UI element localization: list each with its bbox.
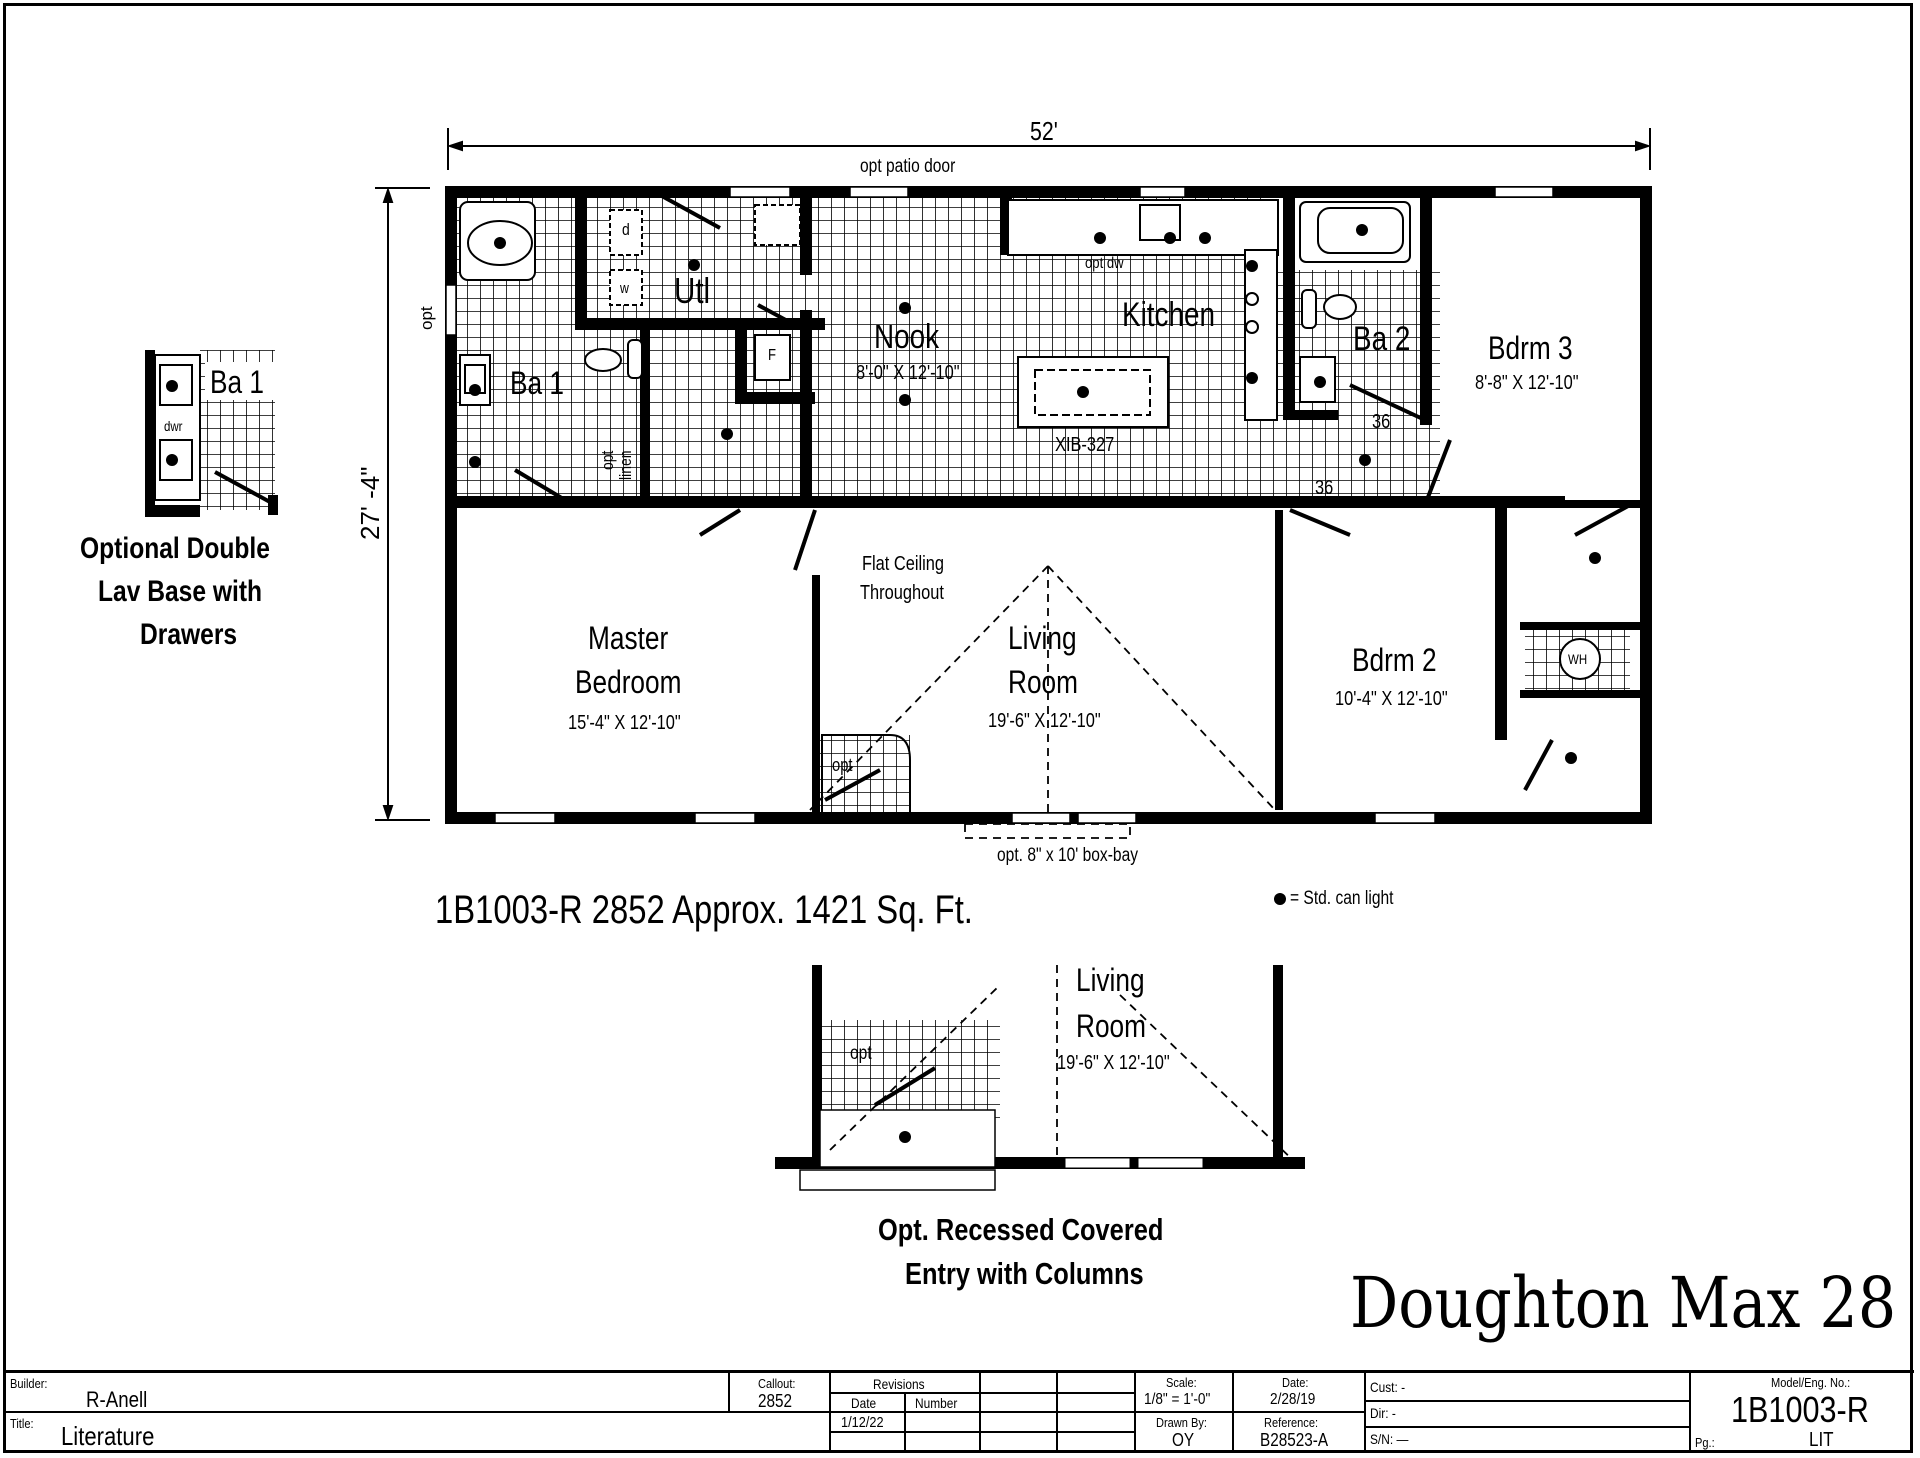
builder-label: Builder: [10, 1376, 48, 1391]
dryer-label: d [622, 220, 630, 239]
room-kitchen: Kitchen [1122, 296, 1215, 334]
width-dimension-label: 52' [1030, 116, 1058, 146]
flat-ceiling-note: Flat Ceiling [862, 553, 945, 575]
recessed-entry-inset [775, 965, 1305, 1191]
depth-dimension-label: 27' -4" [355, 466, 385, 540]
patio-door-note: opt patio door [860, 156, 956, 177]
island-label: XIB-327 [1055, 434, 1115, 456]
room-bdrm2-size: 10'-4" X 12'-10" [1335, 688, 1448, 710]
drawing-border [3, 3, 1913, 1453]
date-value: 2/28/19 [1270, 1391, 1316, 1408]
recessed-entry-caption-2: Entry with Columns [905, 1256, 1144, 1291]
room-ba1: Ba 1 [510, 365, 564, 401]
plan-headline: 1B1003-R 2852 Approx. 1421 Sq. Ft. [435, 888, 973, 932]
scale-value: 1/8" = 1'-0" [1144, 1391, 1211, 1408]
reference-label: Reference: [1264, 1415, 1319, 1430]
dir-field: Dir: - [1370, 1405, 1396, 1421]
drawn-by-label: Drawn By: [1156, 1415, 1207, 1430]
opt-window-note: opt [417, 306, 436, 330]
legend-text: = Std. can light [1290, 888, 1394, 909]
room-nook-size: 8'-0" X 12'-10" [856, 362, 960, 384]
inset-opt-label: opt [850, 1043, 872, 1064]
opt-entry-note: opt [832, 755, 853, 775]
fixtures [459, 199, 1601, 816]
model-cell: Model/Eng. No.: 1B1003-R Pg.: LIT [1691, 1373, 1914, 1452]
inset-ba1-label: Ba 1 [210, 364, 264, 400]
scale-cell: Scale: 1/8" = 1'-0" Drawn By: OY [1136, 1373, 1234, 1452]
ceiling-lines [809, 565, 1276, 839]
inset-living-label: Living [1076, 962, 1145, 998]
door-width-36-a: 36 [1372, 411, 1391, 433]
model-label: Model/Eng. No.: [1771, 1375, 1851, 1390]
title-label: Title: [10, 1416, 34, 1431]
room-living-2: Room [1008, 664, 1078, 700]
opt-dw-note: opt dw [1085, 255, 1124, 272]
depth-dimension [375, 186, 430, 822]
callout-label: Callout: [758, 1376, 796, 1391]
door-width-36-b: 36 [1315, 477, 1334, 499]
room-bdrm2: Bdrm 2 [1352, 642, 1437, 678]
room-bdrm3-size: 8'-8" X 12'-10" [1475, 372, 1579, 394]
reference-value: B28523-A [1260, 1430, 1329, 1450]
inset-living-size: 19'-6" X 12'-10" [1057, 1052, 1170, 1074]
double-lav-caption-1: Optional Double [80, 532, 270, 565]
room-utl: Utl [674, 270, 711, 311]
room-nook: Nook [874, 318, 940, 356]
pg-value: LIT [1809, 1429, 1834, 1451]
interior-walls [445, 195, 1640, 815]
double-lav-caption-3: Drawers [140, 618, 238, 651]
flat-ceiling-note-2: Throughout [860, 582, 944, 604]
windows [445, 186, 1554, 824]
inset-living-label-2: Room [1076, 1008, 1146, 1044]
date-cell: Date: 2/28/19 Reference: B28523-A [1234, 1373, 1366, 1452]
revisions-label: Revisions [873, 1376, 925, 1392]
can-light-icons [469, 224, 1601, 764]
room-master-2: Bedroom [575, 664, 682, 700]
room-living-size: 19'-6" X 12'-10" [988, 710, 1101, 732]
double-lav-inset [145, 350, 278, 517]
opt-linen-label: opt [598, 450, 617, 470]
date-label: Date: [1282, 1375, 1309, 1390]
revisions-cell: Revisions Date Number 1/12/22 [831, 1373, 1136, 1452]
pg-label: Pg.: [1695, 1435, 1715, 1450]
door-swings [513, 193, 1631, 802]
furnace-label: F [768, 347, 777, 364]
washer-label: w [620, 280, 629, 297]
width-dimension [446, 128, 1652, 170]
customer-cell: Cust: - Dir: - S/N: — [1366, 1373, 1691, 1452]
inset-dwr-label: dwr [164, 418, 183, 434]
model-value: 1B1003-R [1731, 1389, 1869, 1430]
rev-date-1: 1/12/22 [841, 1414, 884, 1431]
rev-number-header: Number [915, 1395, 958, 1411]
callout-value: 2852 [758, 1391, 793, 1411]
title-value: Literature [61, 1421, 155, 1451]
scale-label: Scale: [1166, 1375, 1197, 1390]
drawn-by-value: OY [1172, 1430, 1195, 1450]
opt-linen-label-2: linen [616, 450, 635, 480]
water-heater-label: WH [1568, 651, 1588, 667]
room-bdrm3: Bdrm 3 [1488, 330, 1573, 366]
legend-can-light-icon [1274, 893, 1286, 905]
double-lav-caption-2: Lav Base with [98, 575, 263, 608]
room-master: Master [588, 620, 669, 656]
builder-title-cell: Builder: R-Anell Title: Literature Callo… [6, 1373, 831, 1452]
recessed-entry-caption-1: Opt. Recessed Covered [878, 1212, 1164, 1247]
room-ba2: Ba 2 [1353, 320, 1411, 358]
sn-field: S/N: — [1370, 1431, 1409, 1447]
box-bay-note: opt. 8" x 10' box-bay [997, 845, 1139, 866]
room-master-size: 15'-4" X 12'-10" [568, 712, 681, 734]
model-name-title: Doughton Max 28 [1350, 1262, 1897, 1344]
cust-field: Cust: - [1370, 1379, 1406, 1395]
room-living: Living [1008, 620, 1077, 656]
title-block: Builder: R-Anell Title: Literature Callo… [6, 1370, 1914, 1452]
builder-value: R-Anell [86, 1387, 148, 1412]
rev-date-header: Date [851, 1395, 877, 1411]
